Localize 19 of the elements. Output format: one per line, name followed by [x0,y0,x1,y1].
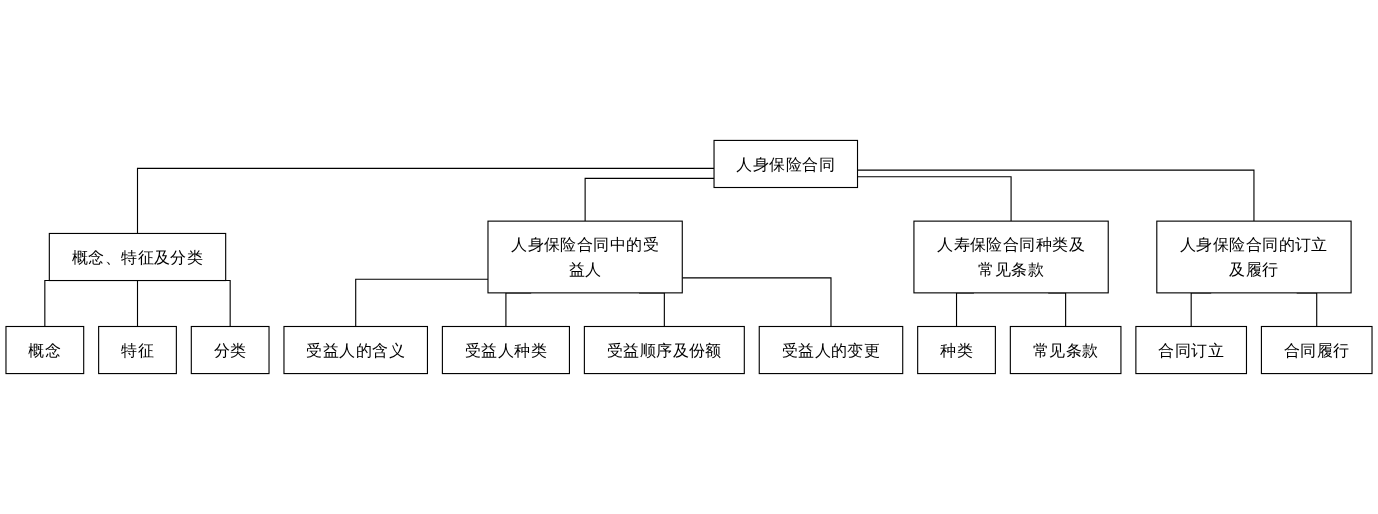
node-box: 特征 [98,325,177,375]
node-box: 受益人种类 [441,325,570,375]
node-box: 合同履行 [1260,325,1373,375]
node-box: 种类 [917,325,996,375]
node-box: 分类 [190,325,270,375]
node-box: 人身保险合同中的受益人 [487,220,683,294]
node-box: 人身保险合同 [713,139,859,189]
node-box: 合同订立 [1135,325,1248,375]
connector [136,167,715,234]
connector [136,280,139,328]
connector [584,177,715,222]
node-box: 常见条款 [1009,325,1122,375]
node-box: 受益顺序及份额 [583,325,745,375]
node-box: 人身保险合同的订立及履行 [1156,220,1352,294]
node-box: 受益人的含义 [283,325,428,375]
node-box: 人寿保险合同种类及常见条款 [913,220,1109,294]
node-box: 受益人的变更 [758,325,904,375]
node-box: 概念、特征及分类 [48,232,227,282]
node-box: 概念 [5,325,85,375]
